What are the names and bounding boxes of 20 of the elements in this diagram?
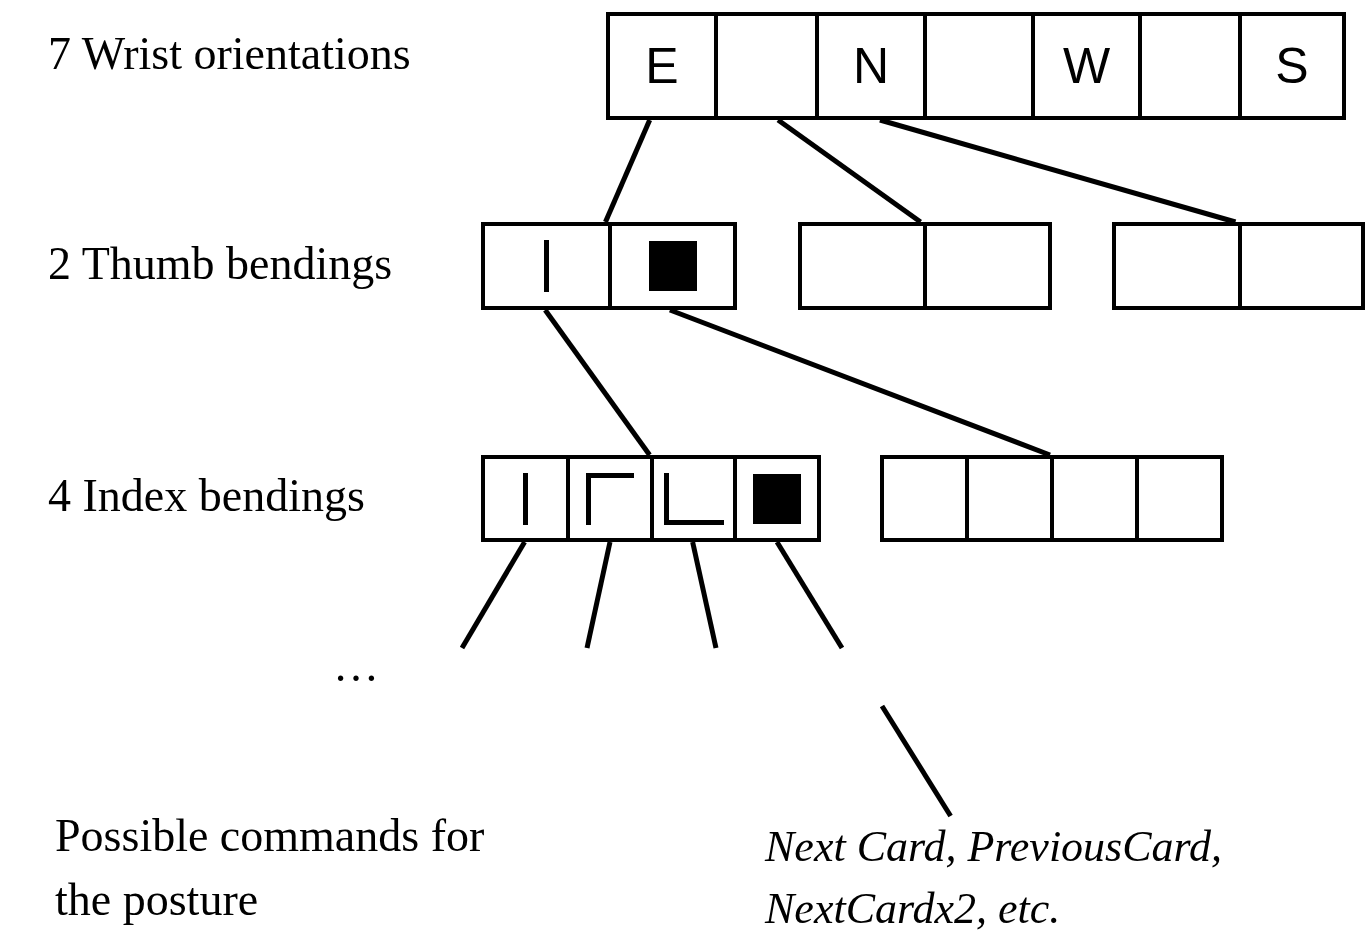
- connector-line: [459, 540, 527, 650]
- connector-line: [584, 541, 613, 649]
- command-text: Next Card, PreviousCard, NextCardx2, etc.: [765, 821, 1224, 935]
- row-label: 4 Index bendings: [48, 469, 366, 523]
- connector-line: [879, 117, 1237, 225]
- direction-letter: N: [852, 41, 890, 91]
- row-label: Possible commands for the posture: [55, 809, 485, 927]
- row-label: …: [333, 639, 380, 693]
- connector-line: [690, 541, 719, 649]
- connector-line: [543, 308, 652, 457]
- row-label: 7 Wrist orientations: [48, 27, 412, 81]
- connector-line: [774, 540, 845, 650]
- connector-line: [879, 704, 953, 818]
- connector-line: [669, 307, 1051, 458]
- connector-line: [776, 117, 922, 225]
- connector-line: [603, 119, 652, 223]
- direction-letter: E: [645, 41, 679, 91]
- direction-letter: S: [1275, 41, 1309, 91]
- direction-letter: W: [1062, 41, 1111, 91]
- row-label: 2 Thumb bendings: [48, 237, 394, 291]
